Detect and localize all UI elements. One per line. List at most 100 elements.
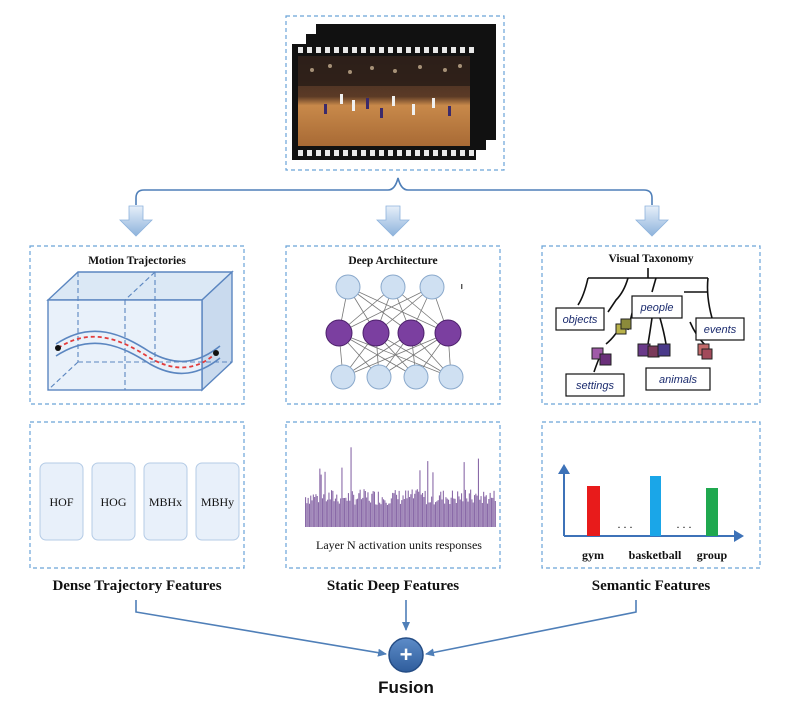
activation-spike <box>328 492 330 527</box>
activation-spike <box>449 504 451 527</box>
film-sprocket-hole <box>325 47 330 53</box>
activation-spike <box>346 500 348 527</box>
semantic-chart-panel: . . . . . . gym basketball group <box>541 421 761 569</box>
activation-spike <box>407 490 409 527</box>
film-sprocket-hole <box>433 150 438 156</box>
activation-spike <box>340 498 342 527</box>
activation-spike <box>381 497 383 527</box>
svg-text:MBHx: MBHx <box>149 495 182 509</box>
film-sprocket-hole <box>316 150 321 156</box>
film-sprocket-hole <box>388 150 393 156</box>
neuron <box>330 364 356 390</box>
activation-spike <box>338 503 340 527</box>
activation-spike <box>353 494 355 527</box>
activation-spike <box>349 500 351 527</box>
activation-spike <box>424 490 426 527</box>
film-sprocket-hole <box>316 47 321 53</box>
activation-spike <box>386 505 388 527</box>
static-deep-features-label: Static Deep Features <box>327 578 459 594</box>
film-sprocket-hole <box>307 150 312 156</box>
activation-spike <box>481 503 483 527</box>
activation-spike <box>372 491 374 527</box>
activation-spike <box>333 501 335 527</box>
film-sprocket-hole <box>379 150 384 156</box>
category-label-gym: gym <box>582 548 604 562</box>
activation-spike <box>314 497 316 527</box>
activation-spike <box>318 502 320 527</box>
activation-spike <box>441 499 443 527</box>
activation-spike <box>355 499 357 527</box>
activation-spike <box>490 497 492 527</box>
activation-spike <box>377 491 379 527</box>
chart-ellipsis-2: . . . <box>677 517 692 531</box>
activation-spike <box>320 474 322 527</box>
film-sprocket-hole <box>415 47 420 53</box>
activation-spike <box>466 498 468 527</box>
activation-spike <box>429 502 431 527</box>
activation-spike <box>399 503 401 527</box>
activation-spike <box>414 493 416 527</box>
activation-spike <box>427 461 429 527</box>
film-sprocket-hole <box>343 150 348 156</box>
taxonomy-node-settings: settings <box>565 373 625 397</box>
activation-spike <box>336 494 338 527</box>
motion-panel-title: Motion Trajectories <box>88 255 186 267</box>
descriptor-hof: HOF <box>39 462 84 541</box>
activation-spike <box>363 489 365 527</box>
block-arrow-deep <box>376 205 410 237</box>
film-sprocket-hole <box>298 47 303 53</box>
activation-spike <box>321 498 323 527</box>
activation-spike <box>462 501 464 527</box>
activation-spike <box>312 494 314 527</box>
film-sprocket-hole <box>406 47 411 53</box>
film-sprocket-hole <box>397 150 402 156</box>
activation-spike <box>368 500 370 527</box>
block-arrow-motion <box>119 205 153 237</box>
activation-spike <box>448 499 450 527</box>
activation-spike <box>364 491 366 527</box>
activation-spike <box>329 499 331 527</box>
activation-spike <box>485 495 487 527</box>
neuron <box>335 274 361 300</box>
activation-spike <box>379 502 381 527</box>
fusion-arrows <box>135 600 637 657</box>
activation-spike <box>412 498 414 527</box>
activation-spike <box>327 499 329 527</box>
film-sprocket-hole <box>361 47 366 53</box>
activation-spike <box>468 493 470 527</box>
activation-spike <box>425 504 427 527</box>
visual-taxonomy-panel: Visual Taxonomy objects people events <box>541 245 761 405</box>
activation-spike <box>451 490 453 527</box>
taxonomy-node-events: events <box>695 317 745 341</box>
activation-spike <box>347 493 349 527</box>
activation-spike <box>489 492 491 527</box>
activation-spike <box>305 497 307 527</box>
activation-spike <box>409 497 411 527</box>
activation-spike <box>464 489 466 527</box>
svg-text:HOF: HOF <box>49 495 73 509</box>
activation-spike <box>423 497 425 527</box>
hidden-neuron <box>362 319 390 347</box>
neural-network-nodes <box>325 274 464 390</box>
activation-spike <box>458 496 460 527</box>
video-input <box>285 15 505 171</box>
svg-text:MBHy: MBHy <box>201 495 234 509</box>
activation-spike <box>410 494 412 527</box>
activation-spike <box>362 497 364 527</box>
activation-spike <box>406 498 408 527</box>
activation-spike <box>442 490 444 527</box>
activation-spike <box>477 458 479 527</box>
taxonomy-image-thumbnails <box>591 318 713 366</box>
activation-spike <box>483 491 485 527</box>
hidden-neuron <box>325 319 353 347</box>
activation-spike <box>494 501 496 527</box>
activation-spike <box>474 495 476 527</box>
activation-spike <box>472 502 474 527</box>
arrow-semantic-to-fusion <box>425 600 637 657</box>
film-sprocket-hole <box>388 47 393 53</box>
activation-spike <box>403 499 405 527</box>
fusion-label: Fusion <box>378 678 434 697</box>
film-sprocket-hole <box>325 150 330 156</box>
film-sprocket-hole <box>460 47 465 53</box>
activation-spike <box>383 499 385 527</box>
